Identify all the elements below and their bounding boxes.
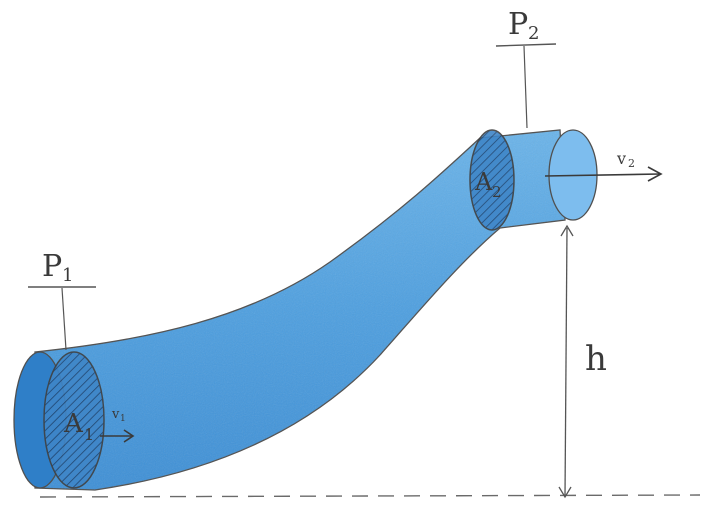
label-p2: P 2 — [495, 7, 557, 129]
label-text: v — [616, 149, 626, 168]
label-a1: A 1 — [63, 409, 94, 444]
velocity-v2-arrow: v 2 — [544, 149, 663, 182]
ground-line — [39, 494, 701, 498]
label-text: A — [63, 409, 84, 439]
label-text: 1 — [120, 414, 126, 424]
label-text: 2 — [628, 157, 635, 170]
cross-section-a2 — [469, 129, 515, 231]
label-text: 1 — [84, 425, 94, 444]
height-dimension: h — [558, 224, 607, 499]
label-p1: P 1 — [28, 249, 96, 351]
label-text: P — [508, 7, 528, 42]
label-text: h — [585, 339, 607, 379]
label-text: A — [474, 168, 493, 196]
label-a2: A 2 — [474, 168, 502, 201]
label-text: P — [42, 249, 62, 284]
label-text: 2 — [528, 23, 539, 44]
label-text: v — [111, 407, 120, 422]
cross-section-a1 — [43, 351, 105, 489]
velocity-v1-arrow: v 1 — [100, 407, 135, 443]
label-text: 1 — [62, 265, 73, 286]
label-text: 2 — [492, 183, 502, 201]
